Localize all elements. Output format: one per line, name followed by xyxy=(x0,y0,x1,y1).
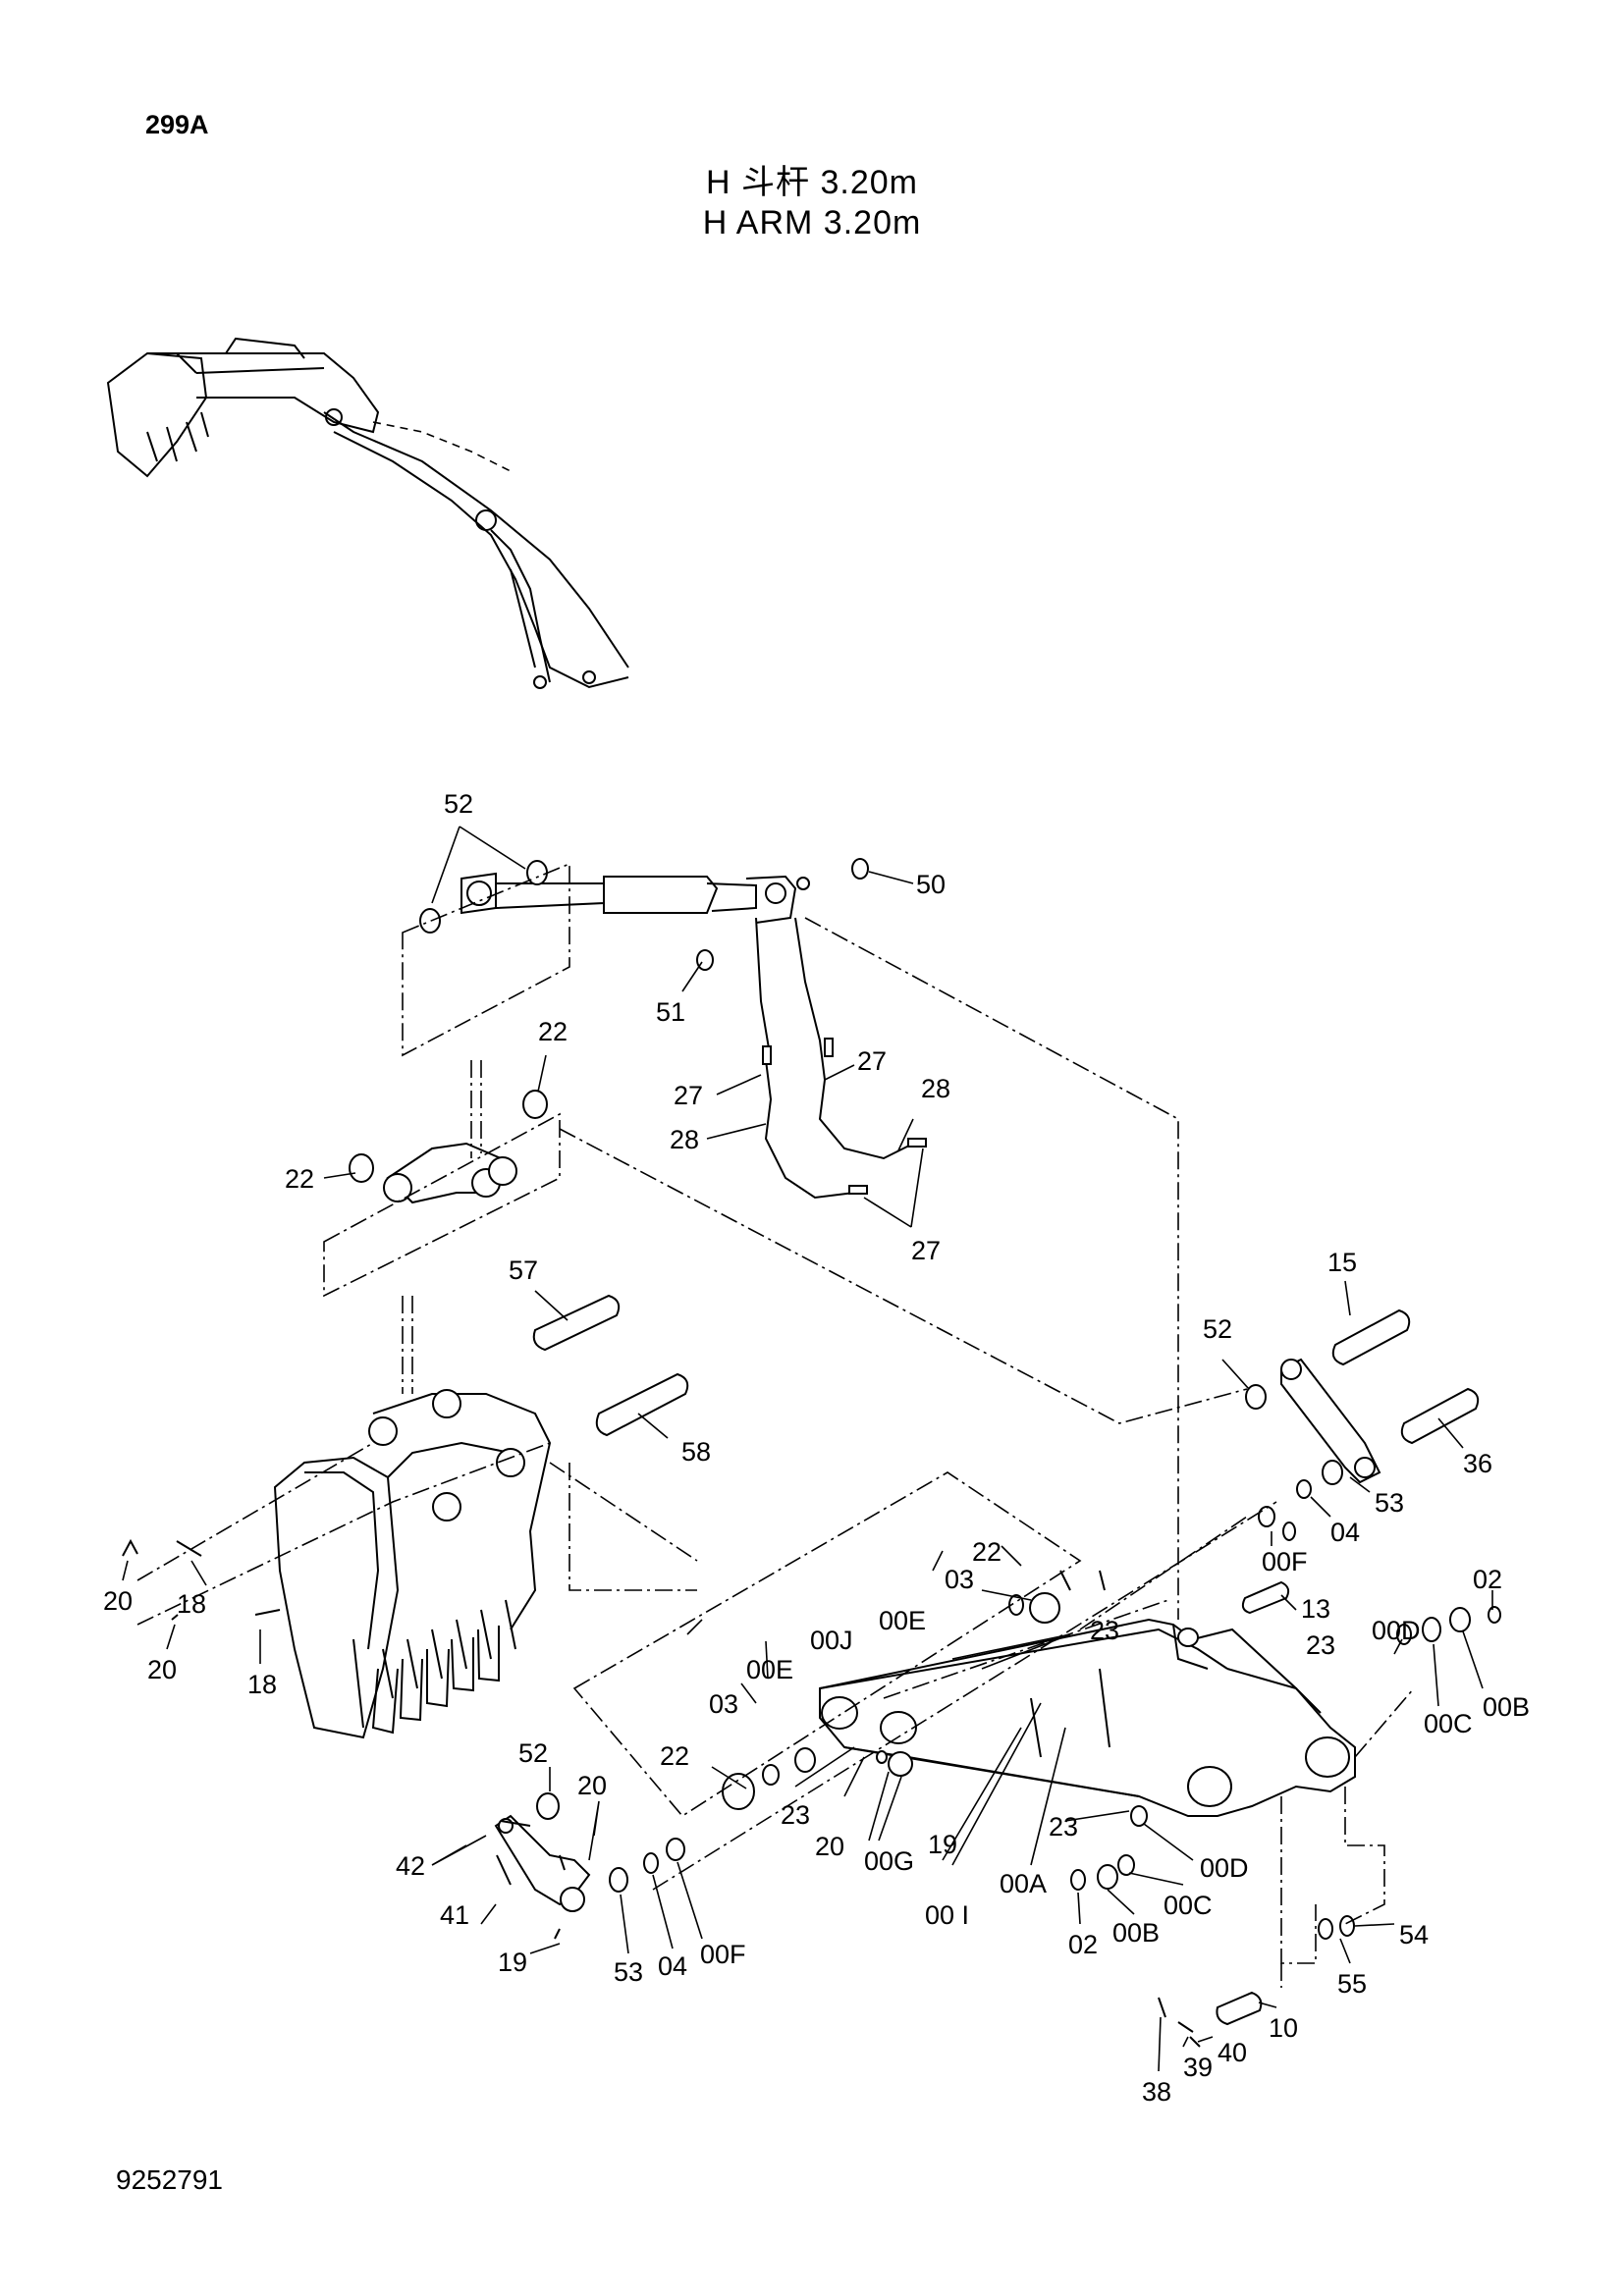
callout-51: 51 xyxy=(656,997,685,1027)
callout-54: 54 xyxy=(1399,1920,1429,1949)
hydraulic-hoses xyxy=(755,917,927,1200)
callout-00A: 00A xyxy=(1000,1869,1047,1898)
callout-58: 58 xyxy=(681,1437,711,1467)
callout-00D-right: 00D xyxy=(1372,1616,1421,1645)
callout-23-arm-bottom: 23 xyxy=(1049,1812,1078,1842)
callout-55: 55 xyxy=(1337,1969,1367,1999)
callout-20-upper-left: 20 xyxy=(103,1586,133,1616)
pins-57-58 xyxy=(532,1294,689,1437)
callout-18-lower: 18 xyxy=(247,1670,277,1699)
callout-57: 57 xyxy=(509,1255,538,1285)
callout-00B-lower: 00B xyxy=(1112,1918,1160,1948)
callout-00J: 00J xyxy=(810,1626,853,1655)
callout-22-arm: 22 xyxy=(972,1537,1001,1567)
callout-00E-arm-upper: 00E xyxy=(879,1606,926,1635)
callout-23-arm-left: 23 xyxy=(781,1800,810,1830)
callout-20-link: 20 xyxy=(577,1771,607,1800)
callout-03-arm-lower: 03 xyxy=(709,1689,738,1719)
callout-52-top: 52 xyxy=(444,789,473,819)
callout-00B-right: 00B xyxy=(1483,1692,1530,1722)
callout-19-lower: 19 xyxy=(498,1948,527,1977)
callout-00I: 00 I xyxy=(925,1900,969,1930)
callout-53-right: 53 xyxy=(1375,1488,1404,1518)
callout-20-lower-left: 20 xyxy=(147,1655,177,1684)
title-english: H ARM 3.20m xyxy=(702,204,922,241)
callout-labels: 52 50 51 27 27 28 28 27 22 22 57 58 15 5… xyxy=(103,789,1530,2107)
callout-15: 15 xyxy=(1327,1248,1357,1277)
callout-39: 39 xyxy=(1183,2053,1213,2082)
callout-50: 50 xyxy=(916,870,946,899)
callout-00F-lower: 00F xyxy=(700,1940,746,1969)
callout-40: 40 xyxy=(1218,2038,1247,2067)
callout-04-lower: 04 xyxy=(658,1951,687,1981)
callout-00C-lower: 00C xyxy=(1164,1891,1213,1920)
callout-27-bottom: 27 xyxy=(911,1236,941,1265)
callout-00D-lower: 00D xyxy=(1200,1853,1249,1883)
callout-22-lower: 22 xyxy=(285,1164,314,1194)
callout-02-lower: 02 xyxy=(1068,1930,1098,1959)
callout-13: 13 xyxy=(1301,1594,1330,1624)
overview-attachment-illustration xyxy=(106,337,629,689)
callout-41: 41 xyxy=(440,1900,469,1930)
callout-00G: 00G xyxy=(864,1846,914,1876)
bucket-cylinder xyxy=(460,872,810,924)
bucket-link xyxy=(383,1142,517,1204)
callout-04-right: 04 xyxy=(1330,1518,1360,1547)
callout-10: 10 xyxy=(1269,2013,1298,2043)
callout-28-left: 28 xyxy=(670,1125,699,1154)
callout-27-right: 27 xyxy=(857,1046,887,1076)
callout-20-middle: 20 xyxy=(815,1832,844,1861)
callout-00E-arm-lower: 00E xyxy=(746,1655,793,1684)
callout-23-arm-top: 23 xyxy=(1090,1616,1119,1645)
callout-52-right: 52 xyxy=(1203,1314,1232,1344)
callout-52-lower: 52 xyxy=(518,1738,548,1768)
callout-53-lower: 53 xyxy=(614,1957,643,1987)
callout-42: 42 xyxy=(396,1851,425,1881)
callout-18-upper: 18 xyxy=(177,1589,206,1619)
callout-27-left: 27 xyxy=(674,1081,703,1110)
alignment-lines xyxy=(136,862,1415,1988)
callout-38: 38 xyxy=(1142,2077,1171,2107)
callout-23-right: 23 xyxy=(1306,1630,1335,1660)
callout-03-arm-upper: 03 xyxy=(945,1565,974,1594)
title-chinese: H 斗杆 3.20m xyxy=(706,164,918,201)
callout-22-arm-lower: 22 xyxy=(660,1741,689,1771)
callout-36: 36 xyxy=(1463,1449,1492,1478)
leader-lines xyxy=(122,826,1493,2072)
callout-02-right: 02 xyxy=(1473,1565,1502,1594)
small-parts xyxy=(122,858,1501,2048)
document-number: 9252791 xyxy=(116,2164,224,2195)
callout-19-middle: 19 xyxy=(928,1830,957,1859)
callout-28-right: 28 xyxy=(921,1074,950,1103)
callout-00C-right: 00C xyxy=(1424,1709,1473,1738)
bucket xyxy=(273,1389,552,1739)
side-link-and-pins xyxy=(1245,1308,1480,1499)
callout-22-upper: 22 xyxy=(538,1017,568,1046)
callout-00F-right: 00F xyxy=(1262,1547,1308,1576)
page-code: 299A xyxy=(145,110,209,139)
